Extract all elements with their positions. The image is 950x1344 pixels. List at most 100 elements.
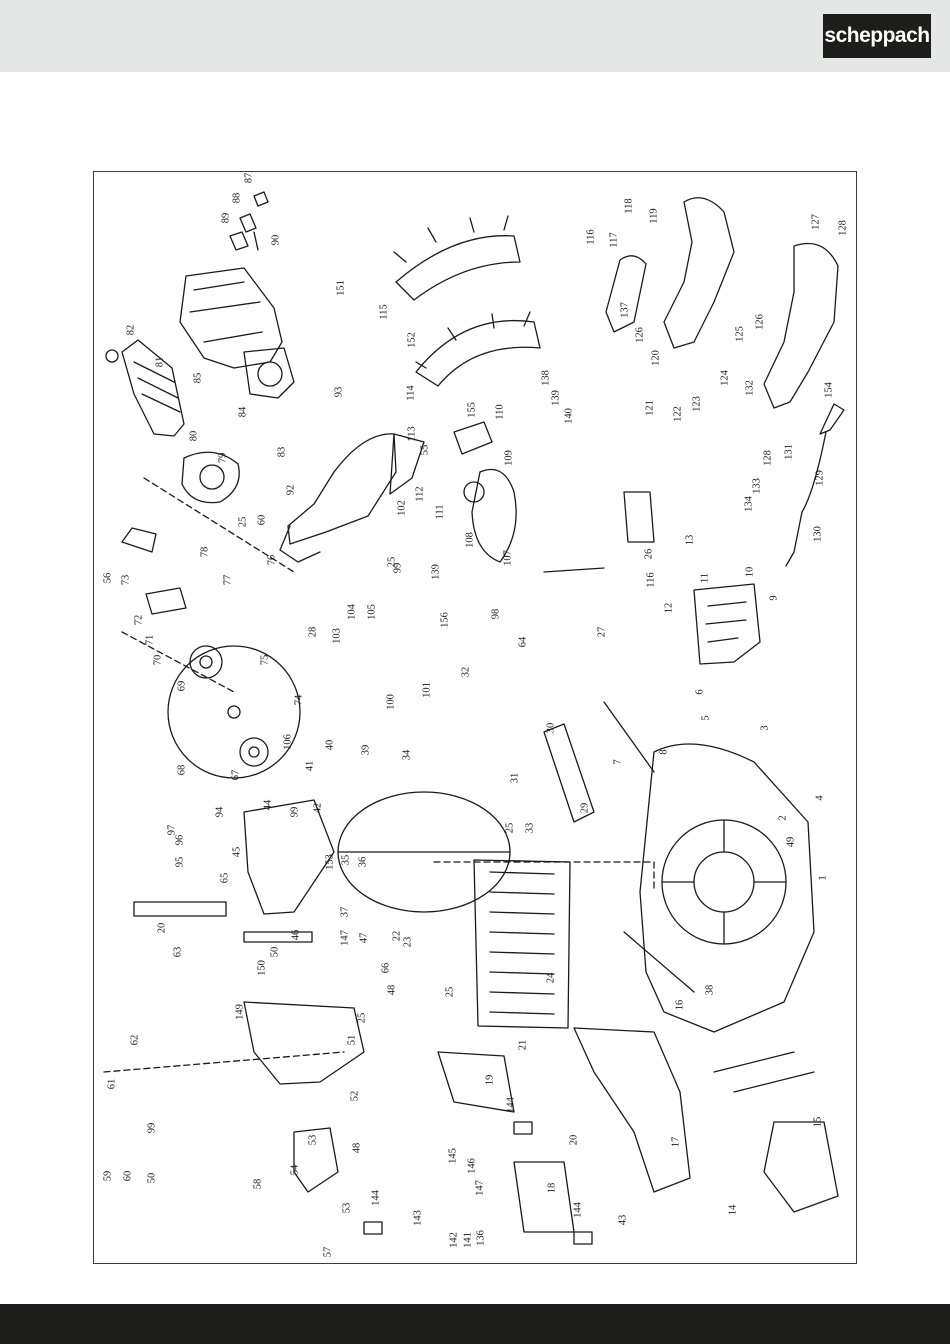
part-label-145: 145 <box>447 1148 458 1164</box>
slide-bar-29 <box>543 723 595 823</box>
part-label-152: 152 <box>406 332 417 348</box>
slide-tube-46 <box>243 931 313 943</box>
part-label-56: 56 <box>102 573 113 584</box>
part-label-139: 139 <box>550 390 561 406</box>
part-label-131: 131 <box>783 444 794 460</box>
part-label-30: 30 <box>545 723 556 734</box>
part-label-121: 121 <box>644 400 655 416</box>
part-label-85: 85 <box>192 373 203 384</box>
part-label-32: 32 <box>460 667 471 678</box>
part-label-48: 48 <box>386 985 397 996</box>
part-label-100: 100 <box>385 694 396 710</box>
lower-guard <box>471 468 517 563</box>
part-label-25: 25 <box>504 823 515 834</box>
part-label-11: 11 <box>699 573 710 583</box>
part-label-21: 21 <box>517 1040 528 1051</box>
part-label-26: 26 <box>643 549 654 560</box>
part-label-126: 126 <box>754 314 765 330</box>
power-cord <box>785 431 827 567</box>
part-label-42: 42 <box>312 803 323 814</box>
part-label-16: 16 <box>674 1000 685 1011</box>
motor-housing <box>179 267 283 369</box>
fence-18 <box>513 1161 575 1233</box>
dust-guard-114 <box>415 319 541 387</box>
part-label-74: 74 <box>293 694 304 705</box>
part-label-110: 110 <box>494 404 505 419</box>
rod-27 <box>543 567 605 573</box>
part-label-14: 14 <box>727 1204 738 1215</box>
part-label-88: 88 <box>231 193 242 204</box>
part-label-17: 17 <box>670 1137 681 1148</box>
part-label-156: 156 <box>439 612 450 628</box>
part-label-118: 118 <box>623 198 634 213</box>
part-label-111: 111 <box>434 505 445 520</box>
part-label-102: 102 <box>396 500 407 516</box>
slide-tube-62 <box>133 901 227 917</box>
part-label-45: 45 <box>231 847 242 858</box>
parts-drawing: 1234567891011121314151617181920202122232… <box>102 173 848 1258</box>
part-label-27: 27 <box>596 627 607 638</box>
part-label-108: 108 <box>464 532 475 548</box>
part-label-8: 8 <box>658 749 669 754</box>
base-table <box>639 743 815 1033</box>
part-label-139: 139 <box>430 564 441 580</box>
part-label-87: 87 <box>243 173 254 184</box>
part-label-96: 96 <box>174 835 185 846</box>
blade-guard-upper <box>389 433 425 495</box>
part-label-124: 124 <box>719 369 730 386</box>
part-label-93: 93 <box>333 387 344 398</box>
part-label-134: 134 <box>743 495 754 512</box>
armature <box>121 339 185 437</box>
part-label-72: 72 <box>133 615 144 626</box>
part-label-153: 153 <box>324 854 335 870</box>
part-label-33: 33 <box>524 823 535 834</box>
part-label-19: 19 <box>484 1075 495 1086</box>
part-label-99: 99 <box>289 807 300 818</box>
handle-127 <box>763 242 839 409</box>
page-footer <box>0 1304 950 1344</box>
part-label-15: 15 <box>812 1117 823 1128</box>
part-label-117: 117 <box>608 232 619 247</box>
part-label-58: 58 <box>252 1179 263 1190</box>
part-label-20: 20 <box>156 923 167 934</box>
part-label-94: 94 <box>214 806 225 817</box>
part-label-140: 140 <box>563 408 574 424</box>
part-label-53: 53 <box>341 1203 352 1214</box>
part-label-79: 79 <box>217 453 228 464</box>
part-label-120: 120 <box>650 350 661 366</box>
dust-guard-115 <box>395 235 521 301</box>
part-label-132: 132 <box>744 380 755 396</box>
part-label-18: 18 <box>546 1183 557 1194</box>
part-label-127: 127 <box>810 214 821 230</box>
part-label-41: 41 <box>304 761 315 772</box>
part-label-115: 115 <box>378 304 389 319</box>
part-label-20: 20 <box>568 1135 579 1146</box>
part-label-73: 73 <box>120 575 131 586</box>
saw-blade <box>167 645 301 779</box>
part-label-82: 82 <box>125 325 136 336</box>
part-label-116: 116 <box>645 572 656 587</box>
part-label-137: 137 <box>619 302 630 318</box>
part-label-67: 67 <box>230 770 241 781</box>
part-label-112: 112 <box>414 486 425 501</box>
switch-box <box>693 583 761 665</box>
fence-17 <box>573 1027 691 1193</box>
part-label-52: 52 <box>349 1091 360 1102</box>
part-label-54: 54 <box>289 1164 300 1175</box>
part-label-99: 99 <box>392 563 403 574</box>
part-label-47: 47 <box>358 933 369 944</box>
flange-69 <box>189 645 223 679</box>
part-label-25: 25 <box>444 987 455 998</box>
part-label-109: 109 <box>503 450 514 466</box>
part-label-36: 36 <box>357 857 368 868</box>
part-label-144: 144 <box>370 1189 381 1206</box>
part-label-92: 92 <box>285 485 296 496</box>
part-label-151: 151 <box>335 280 346 296</box>
part-label-78: 78 <box>199 547 210 558</box>
part-label-123: 123 <box>691 396 702 412</box>
handle-120 <box>663 197 735 349</box>
part-label-89: 89 <box>220 213 231 224</box>
part-label-64: 64 <box>517 636 528 647</box>
part-label-98: 98 <box>490 609 501 620</box>
